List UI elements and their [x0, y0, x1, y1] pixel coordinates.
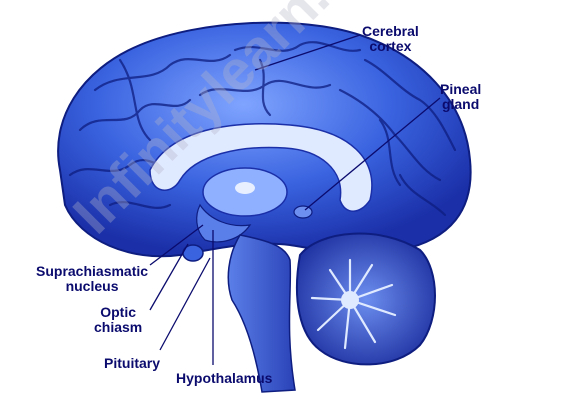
leader-pituitary [159, 257, 211, 351]
hypothalamus-region [196, 203, 252, 243]
leader-cerebral-cortex [254, 34, 361, 71]
label-hypothalamus-text: Hypothalamus [176, 370, 273, 386]
leader-suprachiasmatic-nucleus [149, 224, 204, 266]
corpus-callosum [149, 123, 373, 212]
label-pineal-gland-line2: gland [441, 96, 480, 112]
label-optic-chiasm: Optic chiasm [94, 305, 142, 335]
cerebellum [295, 232, 436, 366]
label-cerebral-cortex-line2: cortex [369, 38, 412, 54]
thalamus-highlight [235, 182, 255, 194]
label-pineal-gland: Pineal gland [440, 82, 481, 112]
label-optic-chiasm-line2: chiasm [94, 319, 143, 335]
brainstem [227, 234, 296, 393]
leader-pineal-gland [304, 97, 441, 211]
arbor-vitae-center [341, 291, 359, 309]
label-suprachiasmatic-nucleus: Suprachiasmatic nucleus [36, 264, 148, 294]
gyri-folds [68, 41, 457, 217]
label-suprachiasmatic-line1: Suprachiasmatic [36, 263, 149, 279]
leader-optic-chiasm [149, 243, 189, 311]
label-cerebral-cortex: Cerebral cortex [362, 24, 419, 54]
label-pineal-gland-line1: Pineal [440, 81, 482, 97]
label-hypothalamus: Hypothalamus [176, 371, 272, 386]
label-suprachiasmatic-line2: nucleus [65, 278, 119, 294]
label-optic-chiasm-line1: Optic [100, 304, 137, 320]
label-cerebral-cortex-line1: Cerebral [362, 23, 419, 39]
label-pituitary-text: Pituitary [104, 355, 161, 371]
label-pituitary: Pituitary [104, 356, 160, 371]
pineal-gland-shape [293, 205, 313, 219]
leader-lines [149, 34, 441, 365]
